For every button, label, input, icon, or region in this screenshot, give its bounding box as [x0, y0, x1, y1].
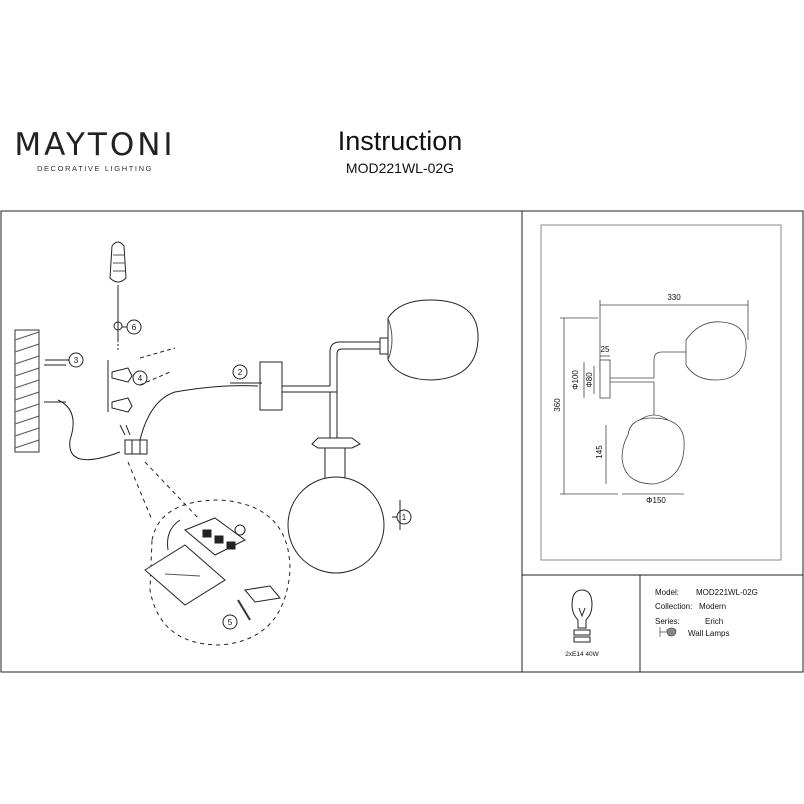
info-collection-value: Modern	[699, 602, 727, 611]
dimension-lower-height: 145	[595, 445, 604, 459]
lamp-cable	[139, 385, 259, 441]
step-callout-1	[392, 509, 412, 525]
info-type-value: Wall Lamps	[688, 629, 730, 638]
outer-frame	[0, 210, 804, 673]
dimension-panel-frame	[540, 224, 782, 561]
step-callout-6	[122, 319, 142, 335]
dimension-plate-height: Φ100	[571, 370, 580, 390]
info-model-value: MOD221WL-02G	[696, 588, 758, 597]
step-label-6: 6	[132, 323, 137, 332]
info-model-label: Model:	[655, 588, 680, 597]
brand-logo: MAYTONI DECORATIVE LIGHTING	[0, 128, 190, 173]
step-label-1: 1	[402, 513, 407, 522]
step-callout-5	[222, 614, 238, 630]
dimension-plate-diameter: Φ80	[585, 372, 594, 388]
detail-circle	[149, 499, 291, 646]
dimension-height: 360	[553, 398, 562, 412]
dimension-shade-diameter: Φ150	[646, 496, 666, 505]
bulb-spec: 2xE14 40W	[565, 651, 599, 658]
info-series-value: Erich	[705, 617, 724, 626]
step-callout-2	[230, 364, 262, 384]
step-label-3: 3	[74, 356, 79, 365]
step-label-2: 2	[238, 368, 243, 377]
junction-box-detail	[144, 517, 281, 621]
brand-name: MAYTONI	[14, 127, 176, 163]
dimension-depth: 25	[601, 345, 610, 354]
lamp-drawing	[259, 299, 479, 574]
info-series-label: Series:	[655, 617, 680, 626]
wall-hatch	[14, 329, 40, 453]
dimension-drawing	[560, 300, 749, 495]
step-callout-4	[132, 370, 148, 386]
wall-cable	[57, 399, 121, 461]
page-title: Instruction	[337, 126, 463, 156]
dimension-width: 330	[667, 293, 681, 302]
step-label-5: 5	[228, 618, 233, 627]
screwdriver-icon	[109, 241, 127, 352]
step-label-4: 4	[138, 374, 143, 383]
step-callout-3	[45, 352, 84, 368]
brand-tagline: DECORATIVE LIGHTING	[36, 164, 154, 173]
wall-lamp-icon	[659, 627, 677, 637]
bulb-icon	[571, 589, 593, 643]
terminal-block	[119, 424, 148, 455]
mounting-bracket	[44, 347, 176, 413]
detail-projection	[127, 461, 201, 521]
info-collection-label: Collection:	[655, 602, 693, 611]
page-model-number: MOD221WL-02G	[345, 160, 455, 176]
